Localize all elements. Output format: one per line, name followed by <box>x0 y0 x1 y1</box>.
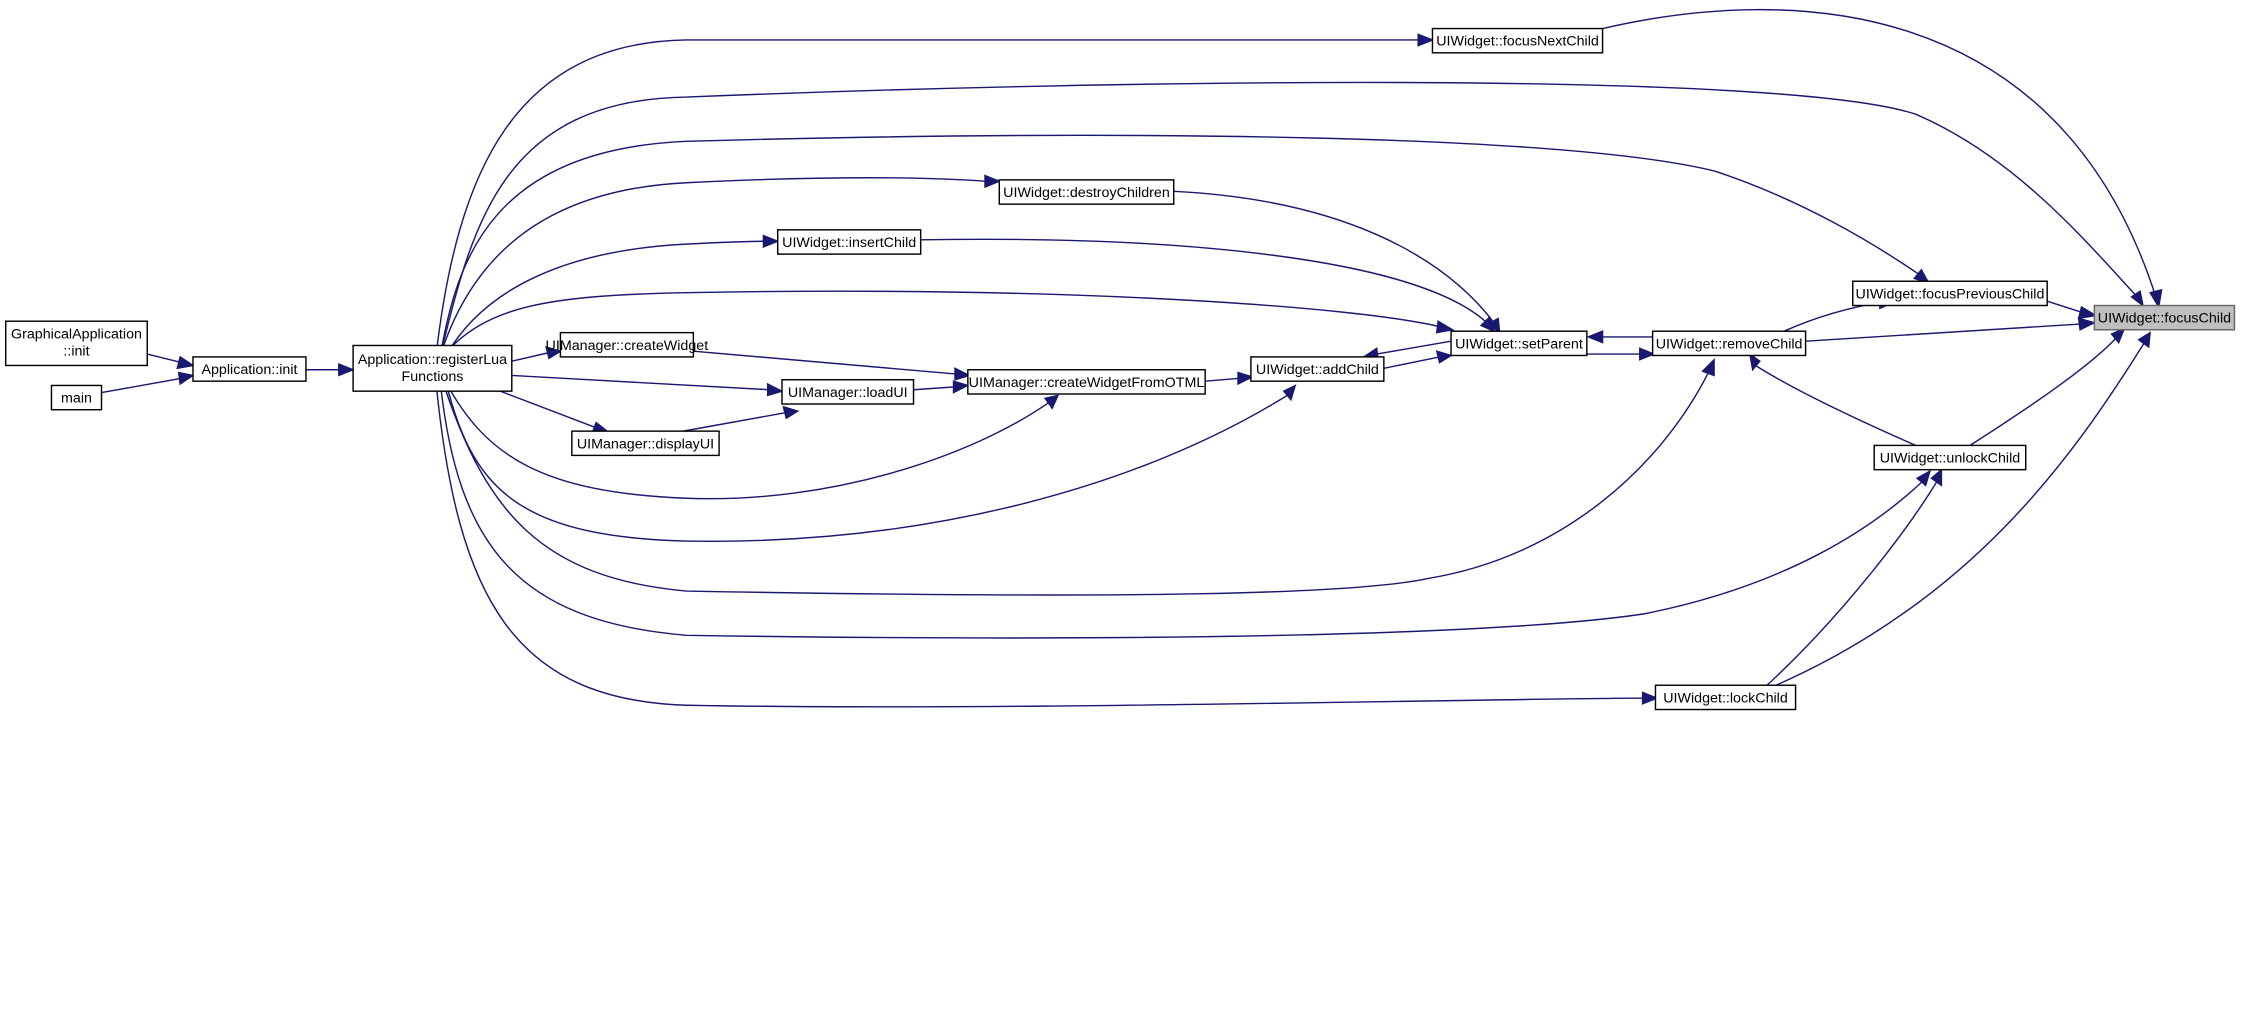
edge-registerLuaFunctions-to-destroyChildren <box>439 174 1002 356</box>
edge-destroyChildren-to-setParent <box>1173 190 1501 335</box>
edge-registerLuaFunctions-to-setParent <box>442 290 1455 356</box>
node-label: UIWidget::setParent <box>1455 336 1583 352</box>
edge-lockChild-to-unlockChild <box>1766 468 1943 686</box>
node-label-line1: Application::registerLua <box>358 352 507 368</box>
edge-registerLuaFunctions-to-removeChild <box>442 358 1715 596</box>
edge-registerLuaFunctions-to-displayUI <box>488 386 611 435</box>
node-label: UIManager::displayUI <box>577 436 714 452</box>
node-label: UIWidget::focusPreviousChild <box>1856 286 2045 302</box>
edge-appInit-to-registerLuaFunctions <box>305 362 356 377</box>
edge-lockChild-to-focusChild <box>1772 331 2151 688</box>
nodes: UIWidget::focusChild UIWidget::focusNext… <box>5 27 2236 711</box>
node-label: UIWidget::lockChild <box>1663 690 1788 706</box>
node-label: UIWidget::addChild <box>1256 362 1379 378</box>
node-label-line1: GraphicalApplication <box>11 326 142 342</box>
node-label: UIWidget::focusNextChild <box>1436 34 1599 50</box>
node-appInit[interactable]: Application::init <box>192 356 307 382</box>
edge-createWidget-to-createWidgetFromOTML <box>693 350 972 381</box>
node-focusPreviousChild[interactable]: UIWidget::focusPreviousChild <box>1852 280 2048 307</box>
edge-registerLuaFunctions-to-focusNextChild <box>435 33 1435 356</box>
edge-unlockChild-to-focusChild <box>1969 326 2126 447</box>
node-unlockChild[interactable]: UIWidget::unlockChild <box>1873 444 2027 471</box>
node-label: main <box>61 391 92 407</box>
node-label: UIManager::createWidgetFromOTML <box>969 375 1205 391</box>
node-focusNextChild[interactable]: UIWidget::focusNextChild <box>1431 27 1604 54</box>
edge-createWidgetFromOTML-to-addChild <box>1205 371 1255 386</box>
node-createWidget[interactable]: UIManager::createWidget <box>546 331 709 358</box>
node-label: UIWidget::destroyChildren <box>1003 185 1170 201</box>
edge-registerLuaFunctions-to-createWidget <box>511 345 563 362</box>
node-addChild[interactable]: UIWidget::addChild <box>1250 356 1385 382</box>
node-insertChild[interactable]: UIWidget::insertChild <box>776 229 922 255</box>
edge-registerLuaFunctions-to-createWidgetFromOTML <box>445 382 1060 500</box>
edge-loadUI-to-createWidgetFromOTML <box>913 380 970 394</box>
node-registerLuaFunctions[interactable]: Application::registerLua Functions <box>352 344 513 392</box>
node-label: UIWidget::focusChild <box>2098 311 2231 327</box>
node-label: UIManager::createWidget <box>546 338 709 354</box>
node-label: UIWidget::removeChild <box>1656 336 1803 352</box>
edge-unlockChild-to-removeChild <box>1748 352 1916 447</box>
edge-registerLuaFunctions-to-unlockChild <box>439 382 1932 639</box>
edge-addChild-to-setParent <box>1383 350 1453 370</box>
node-label: Application::init <box>201 362 297 378</box>
edge-focusPreviousChild-to-focusChild <box>2046 300 2098 320</box>
node-label: UIWidget::insertChild <box>782 235 916 251</box>
node-lockChild[interactable]: UIWidget::lockChild <box>1654 684 1797 711</box>
node-graphicalInit[interactable]: GraphicalApplication ::init <box>5 320 148 367</box>
node-label: UIWidget::unlockChild <box>1880 451 2021 467</box>
node-loadUI[interactable]: UIManager::loadUI <box>781 379 915 405</box>
edge-removeChild-to-focusChild <box>1805 317 2097 342</box>
edge-registerLuaFunctions-to-addChild <box>445 382 1297 542</box>
node-removeChild[interactable]: UIWidget::removeChild <box>1651 330 1807 357</box>
edge-focusNextChild-to-focusChild <box>1602 8 2163 309</box>
edge-registerLuaFunctions-to-lockChild <box>435 382 1659 708</box>
edge-registerLuaFunctions-to-focusChild <box>439 81 2145 356</box>
edge-registerLuaFunctions-to-insertChild <box>445 234 780 356</box>
edge-graphicalInit-to-appInit <box>147 353 195 370</box>
edge-registerLuaFunctions-to-loadUI <box>511 374 784 397</box>
node-main[interactable]: main <box>50 384 103 411</box>
edge-setParent-to-removeChild <box>1586 347 1656 361</box>
edge-removeChild-to-setParent <box>1586 330 1655 344</box>
node-setParent[interactable]: UIWidget::setParent <box>1450 330 1588 357</box>
node-destroyChildren[interactable]: UIWidget::destroyChildren <box>998 179 1175 205</box>
node-createWidgetFromOTML[interactable]: UIManager::createWidgetFromOTML <box>967 369 1206 395</box>
node-label-line2: Functions <box>402 369 464 385</box>
node-focusChild[interactable]: UIWidget::focusChild <box>2093 304 2236 331</box>
node-displayUI[interactable]: UIManager::displayUI <box>571 430 720 457</box>
node-label-line2: ::init <box>63 343 89 359</box>
edge-insertChild-to-setParent <box>920 238 1496 333</box>
edges <box>101 8 2163 708</box>
edge-main-to-appInit <box>101 371 195 394</box>
node-label: UIManager::loadUI <box>788 385 908 401</box>
call-graph-canvas: UIWidget::focusChild UIWidget::focusNext… <box>5 8 2236 711</box>
edge-displayUI-to-loadUI <box>683 405 800 432</box>
